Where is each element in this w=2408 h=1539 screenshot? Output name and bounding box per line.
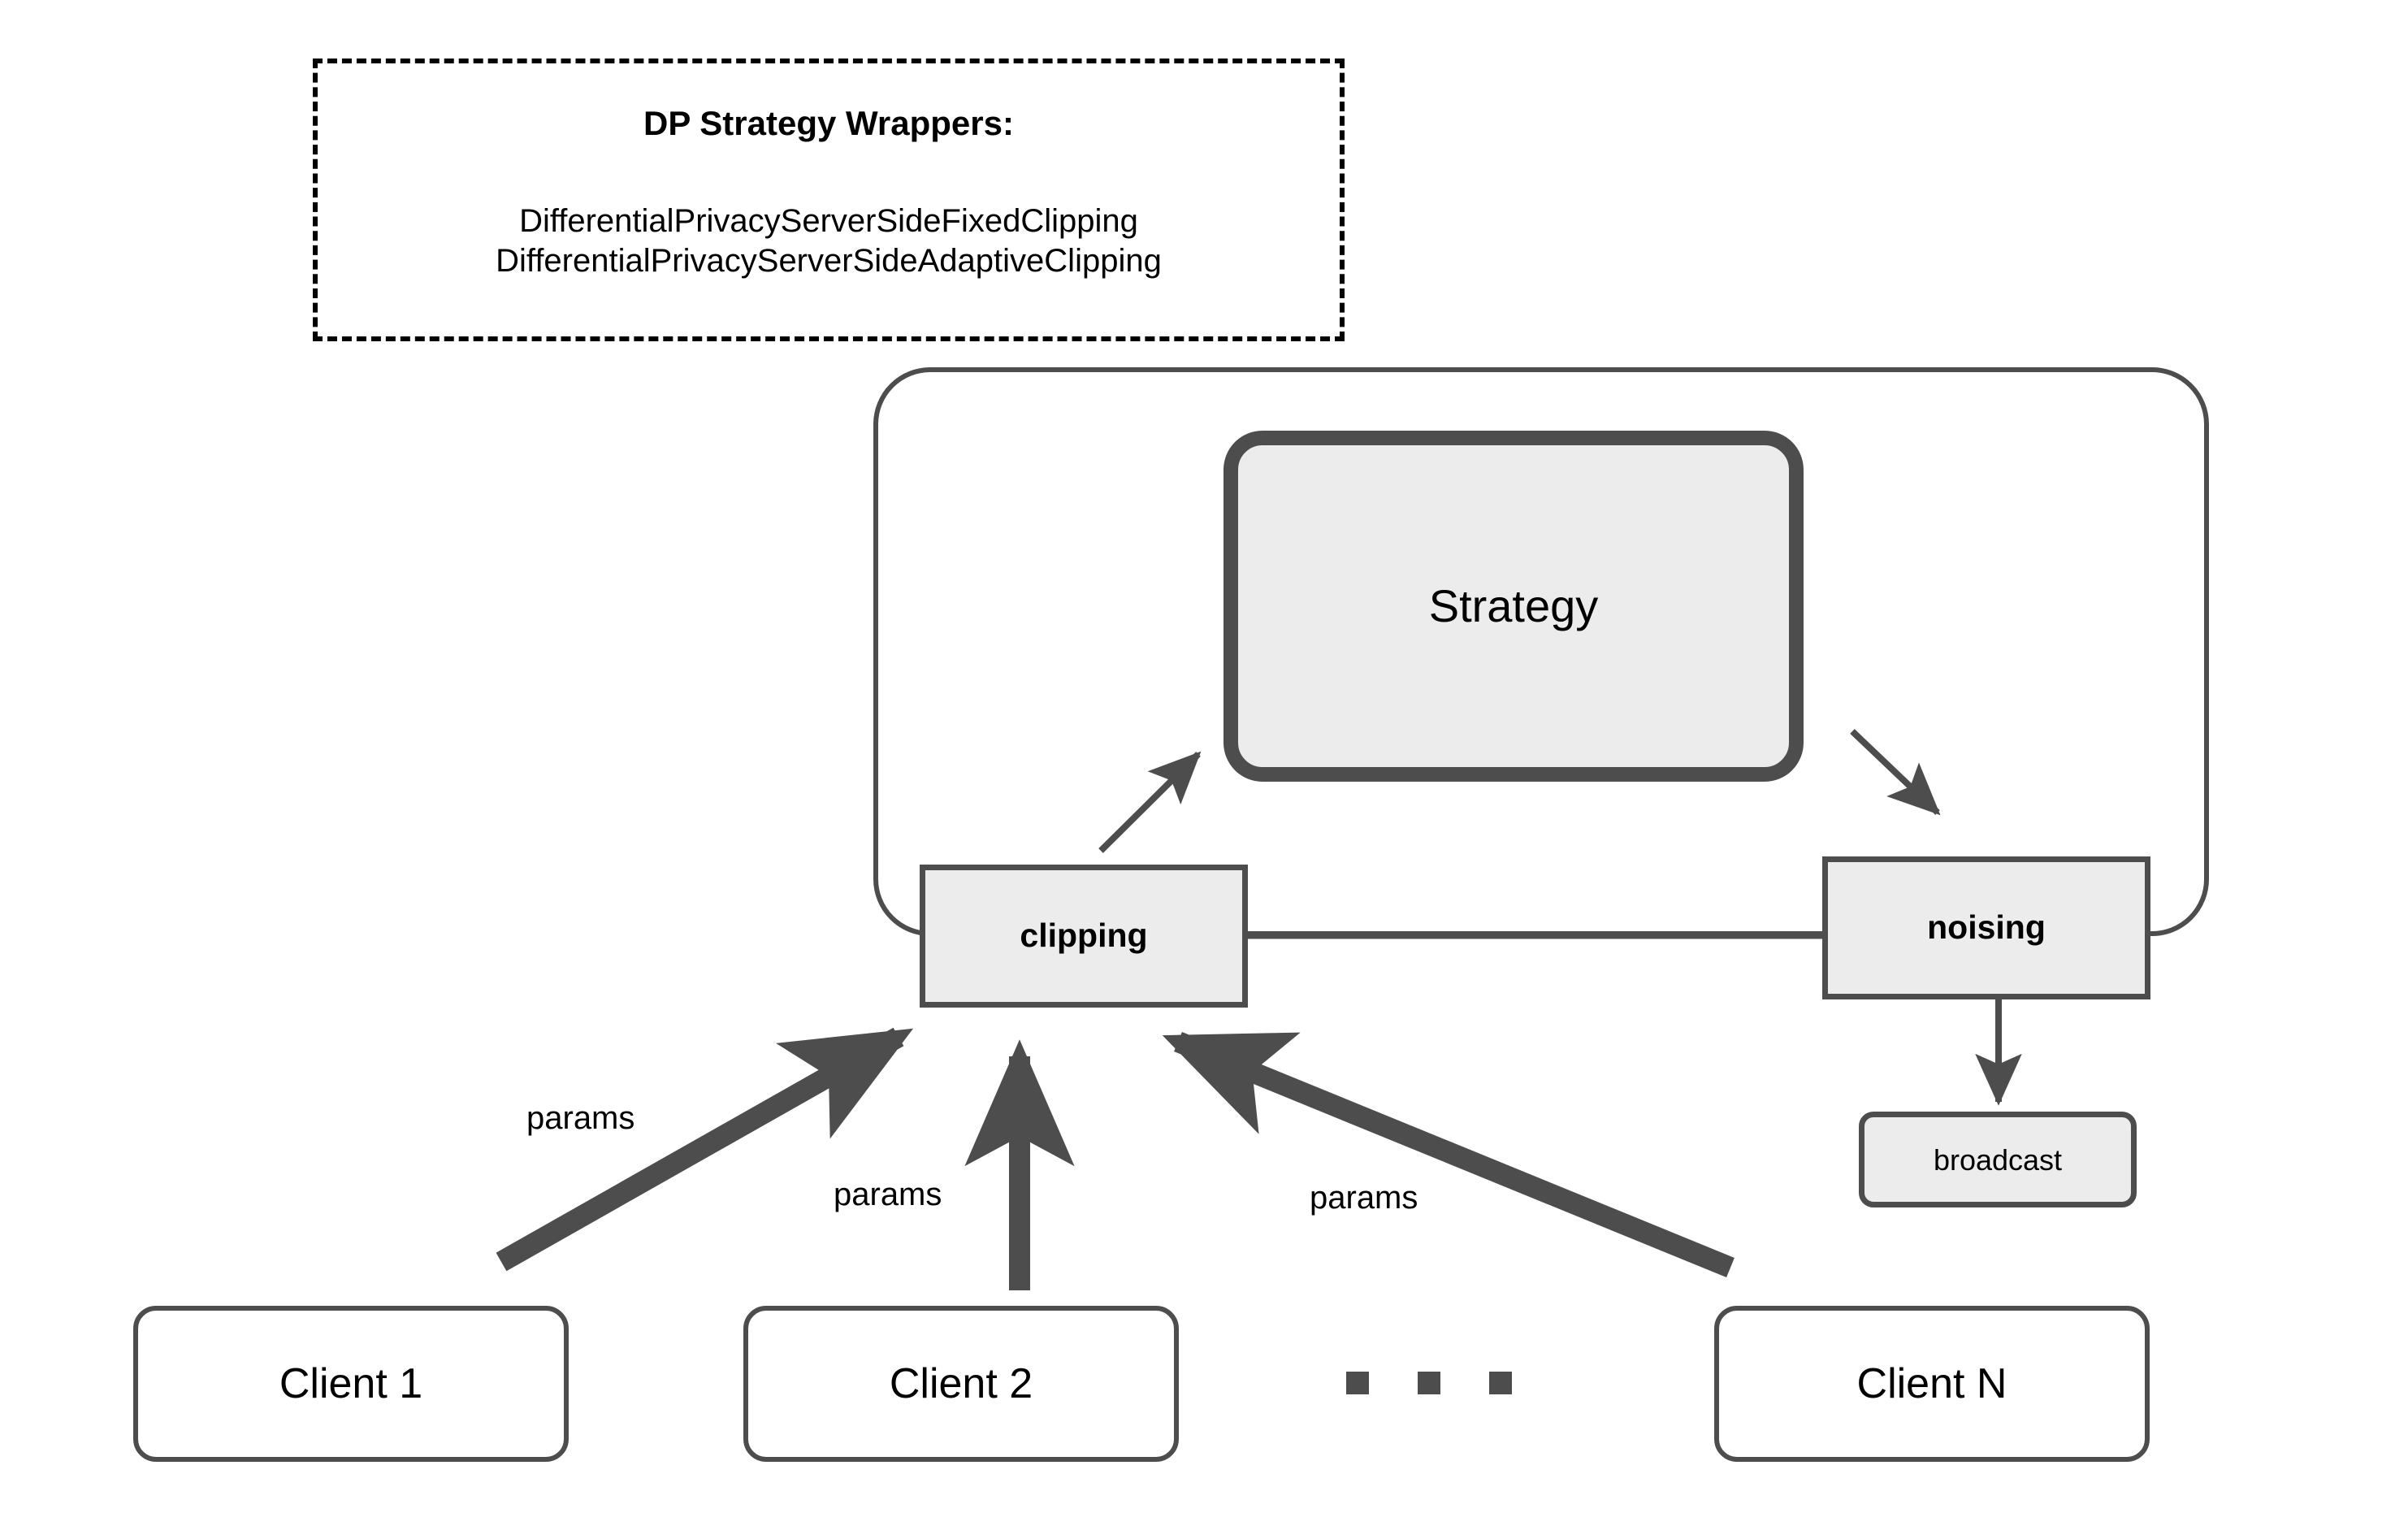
dp-strategy-wrappers-note: DP Strategy Wrappers: DifferentialPrivac… — [313, 59, 1345, 341]
edge-strategy-to-noising — [1850, 729, 1941, 816]
clients-ellipsis — [1346, 1372, 1517, 1396]
broadcast-label: broadcast — [1933, 1142, 2063, 1177]
edge-label-params-client1: params — [526, 1100, 635, 1136]
ellipsis-dot-icon — [1346, 1372, 1369, 1394]
client-1-label: Client 1 — [279, 1359, 423, 1407]
edge-clientN-to-clipping — [1162, 1031, 1735, 1278]
noising-label: noising — [1927, 908, 2046, 947]
edge-client1-to-clipping — [496, 1027, 914, 1272]
strategy-label: Strategy — [1428, 580, 1599, 631]
client-n-label: Client N — [1856, 1359, 2007, 1407]
wrapper-item-adaptive-clipping: DifferentialPrivacyServerSideAdaptiveCli… — [496, 242, 1162, 279]
node-broadcast[interactable]: broadcast — [1859, 1112, 2137, 1207]
edge-clipping-to-strategy — [1098, 751, 1202, 853]
node-strategy[interactable]: Strategy — [1223, 431, 1804, 782]
node-client-1[interactable]: Client 1 — [133, 1306, 569, 1462]
edge-label-params-client2: params — [834, 1177, 942, 1212]
clipping-label: clipping — [1020, 917, 1148, 955]
ellipsis-dot-icon — [1418, 1372, 1440, 1394]
node-clipping[interactable]: clipping — [920, 865, 1248, 1008]
wrappers-note-title: DP Strategy Wrappers: — [643, 104, 1014, 142]
ellipsis-dot-icon — [1489, 1372, 1512, 1394]
node-client-2[interactable]: Client 2 — [743, 1306, 1179, 1462]
node-client-n[interactable]: Client N — [1714, 1306, 2150, 1462]
wrapper-item-fixed-clipping: DifferentialPrivacyServerSideFixedClippi… — [519, 203, 1138, 239]
edge-label-params-clientN: params — [1310, 1180, 1418, 1216]
client-2-label: Client 2 — [889, 1359, 1033, 1407]
node-noising[interactable]: noising — [1822, 856, 2150, 999]
wrappers-note-items: DifferentialPrivacyServerSideFixedClippi… — [318, 202, 1340, 281]
